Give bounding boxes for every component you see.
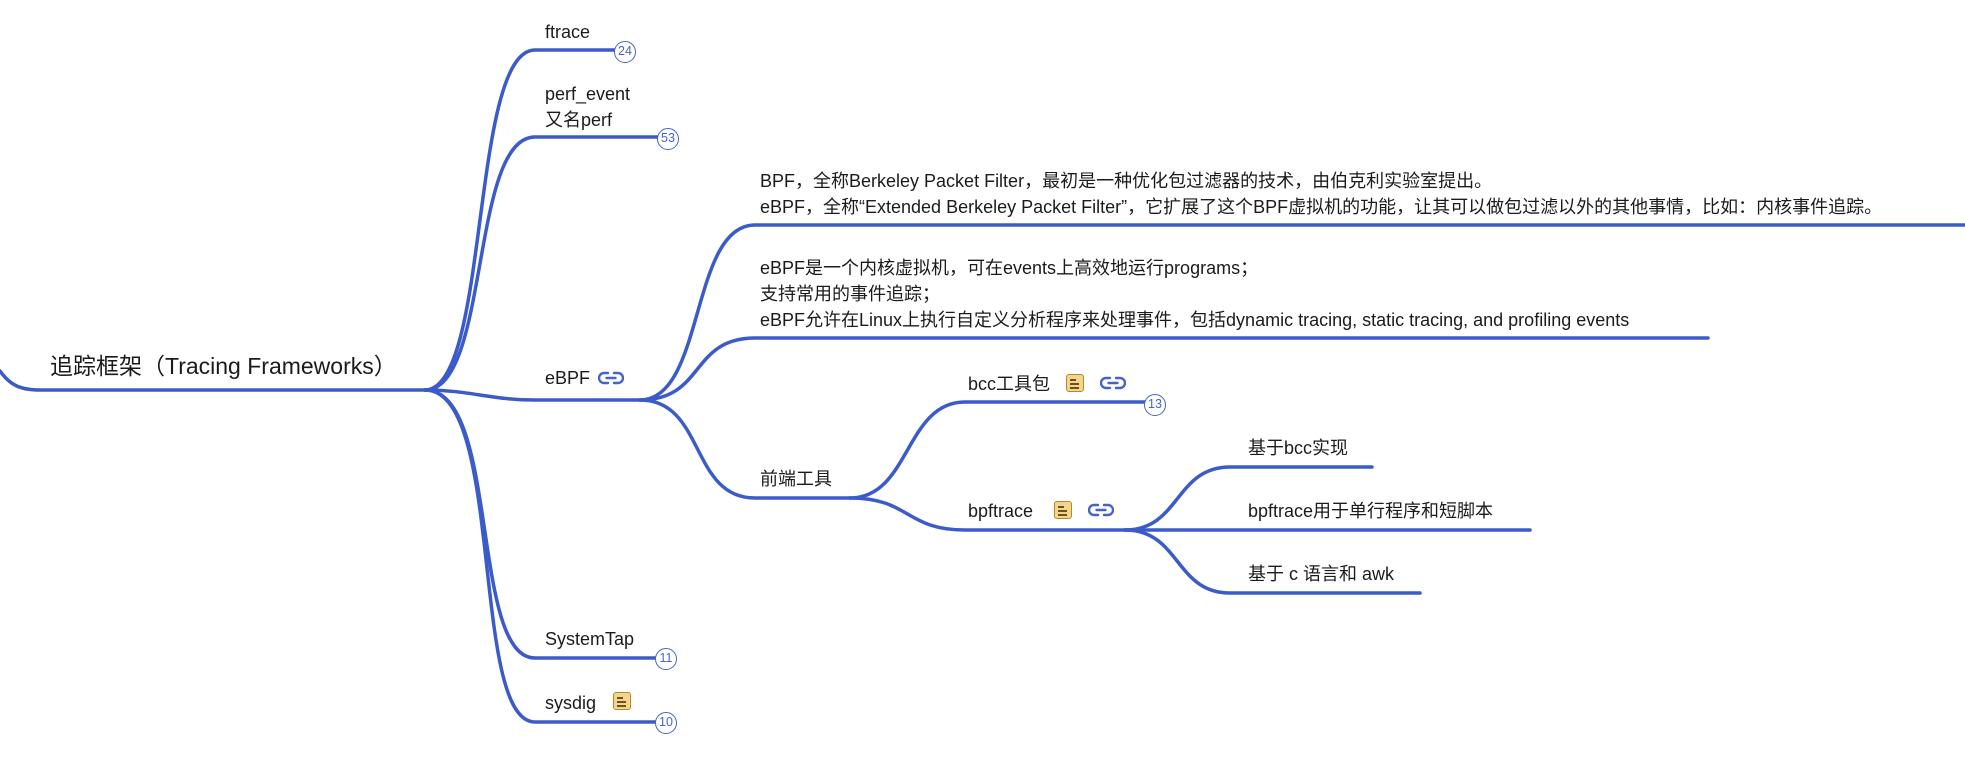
edge-desc1 — [638, 223, 1965, 402]
topic-frontend-tools[interactable]: 前端工具 — [760, 469, 832, 489]
link-icon[interactable] — [598, 369, 624, 387]
desc1-line1: BPF，全称Berkeley Packet Filter，最初是一种优化包过滤器… — [760, 171, 1493, 191]
edge-systemtap — [423, 388, 662, 660]
topic-bcc[interactable]: bcc工具包 — [968, 374, 1051, 394]
link-icon[interactable] — [1088, 501, 1114, 519]
topic-perf-event-line1: perf_event — [545, 84, 631, 104]
edge-frontend — [638, 398, 852, 500]
topic-ebpf-desc1[interactable]: BPF，全称Berkeley Packet Filter，最初是一种优化包过滤器… — [760, 168, 1882, 220]
edge-desc2 — [638, 336, 1710, 402]
note-icon[interactable] — [1066, 374, 1084, 392]
edge-sysdig — [423, 388, 662, 724]
note-icon[interactable] — [613, 692, 631, 710]
collapsed-count-badge[interactable]: 13 — [1144, 394, 1166, 416]
root-underline — [0, 369, 427, 392]
topic-bpftrace-child-1[interactable]: 基于bcc实现 — [1248, 438, 1349, 458]
collapsed-count-badge[interactable]: 24 — [614, 41, 636, 63]
topic-sysdig[interactable]: sysdig — [545, 693, 597, 713]
collapsed-count-badge[interactable]: 11 — [655, 648, 677, 670]
topic-bpftrace-child-2[interactable]: bpftrace用于单行程序和短脚本 — [1248, 501, 1494, 521]
edge-bpf-c3 — [1123, 528, 1422, 595]
desc2-line1: eBPF是一个内核虚拟机，可在events上高效地运行programs； — [760, 258, 1259, 278]
collapsed-count-badge[interactable]: 10 — [655, 712, 677, 734]
topic-ebpf-desc2[interactable]: eBPF是一个内核虚拟机，可在events上高效地运行programs； 支持常… — [760, 255, 1629, 333]
topic-ftrace[interactable]: ftrace — [545, 22, 591, 42]
edge-bpftrace — [848, 496, 1127, 532]
edge-bcc — [848, 400, 1149, 500]
topic-ebpf[interactable]: eBPF — [545, 368, 591, 388]
edge-bpf-c1 — [1123, 465, 1374, 532]
topic-perf-event-line2: 又名perf — [545, 110, 613, 130]
topic-perf-event[interactable]: perf_event 又名perf — [545, 81, 630, 133]
edge-ebpf — [423, 388, 642, 402]
link-icon[interactable] — [1100, 374, 1126, 392]
edge-perf — [423, 135, 662, 392]
desc2-line2: 支持常用的事件追踪； — [760, 284, 940, 304]
topic-bpftrace[interactable]: bpftrace — [968, 501, 1034, 521]
root-topic[interactable]: 追踪框架（Tracing Frameworks） — [50, 353, 397, 379]
collapsed-count-badge[interactable]: 53 — [657, 128, 679, 150]
topic-systemtap[interactable]: SystemTap — [545, 629, 635, 649]
desc1-line2: eBPF，全称“Extended Berkeley Packet Filter”… — [760, 197, 1883, 217]
topic-bpftrace-child-3[interactable]: 基于 c 语言和 awk — [1248, 564, 1395, 584]
desc2-line3: eBPF允许在Linux上执行自定义分析程序来处理事件，包括dynamic tr… — [760, 310, 1630, 330]
note-icon[interactable] — [1054, 501, 1072, 519]
edge-ftrace — [423, 48, 617, 392]
